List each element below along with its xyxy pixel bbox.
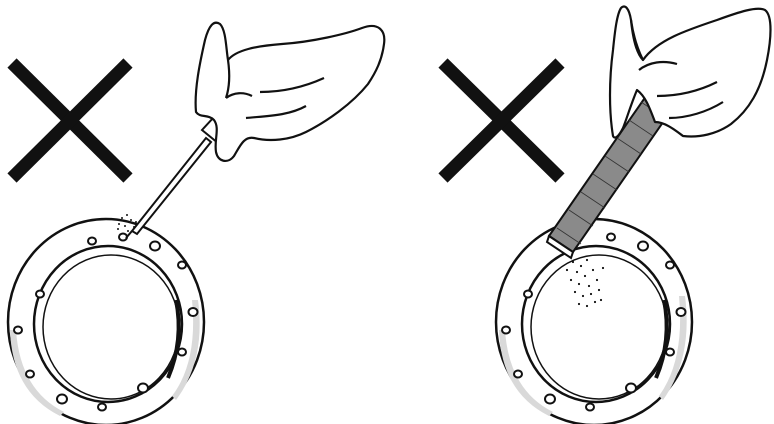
hand-holding-scriber [196,23,385,161]
file-illustration [387,0,774,424]
panel-scriber [0,0,387,424]
flange-ring [496,219,692,424]
flange-ring [8,219,204,424]
scriber-illustration [0,0,387,424]
cross-mark-icon [12,63,128,178]
cross-mark-icon [443,63,560,178]
panel-file [387,0,774,424]
